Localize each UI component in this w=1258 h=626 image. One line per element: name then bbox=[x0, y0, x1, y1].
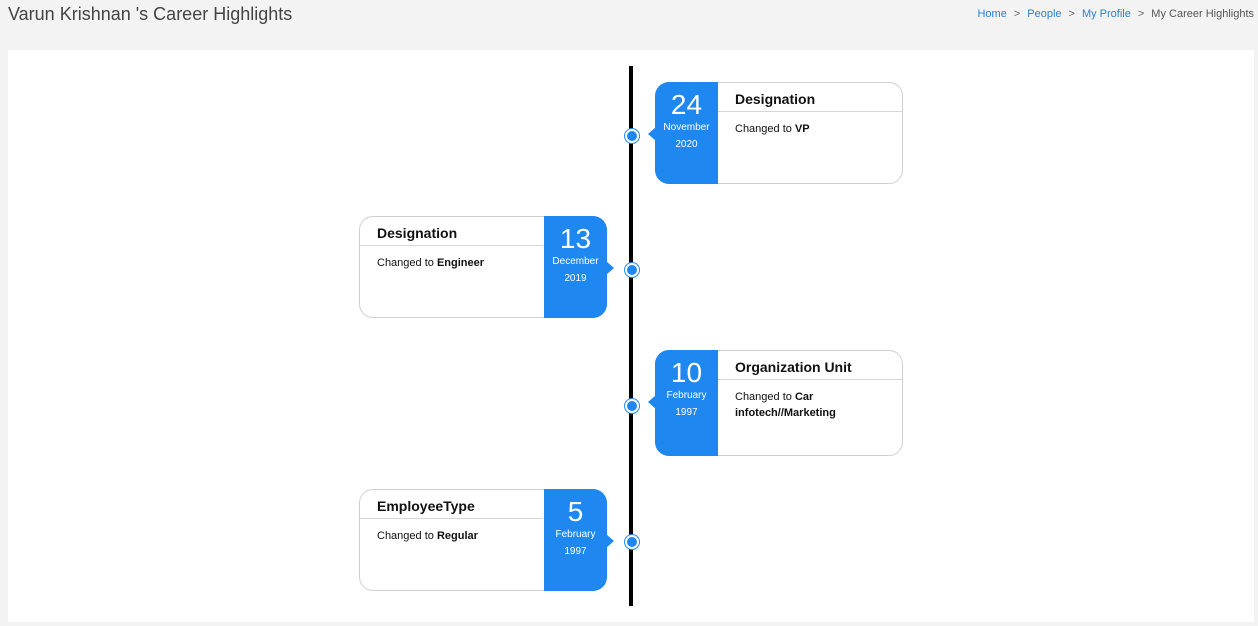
date-month: February bbox=[555, 529, 596, 540]
career-timeline-panel: 24 November 2020 Designation Changed to … bbox=[8, 50, 1254, 622]
card-content: Organization Unit Changed to Car infotec… bbox=[718, 351, 902, 421]
card-content: Designation Changed to VP bbox=[718, 83, 902, 137]
card-pointer bbox=[606, 261, 614, 275]
date-day: 24 bbox=[670, 89, 703, 120]
timeline-dot bbox=[625, 263, 639, 277]
timeline-card: 5 February 1997 EmployeeType Changed to … bbox=[359, 489, 614, 591]
timeline-dot bbox=[625, 129, 639, 143]
breadcrumb-home-link[interactable]: Home bbox=[977, 8, 1007, 20]
date-year: 2019 bbox=[564, 273, 587, 284]
card-body: Changed to VP bbox=[718, 112, 902, 137]
change-value: Car infotech//Marketing bbox=[735, 391, 836, 419]
date-month: February bbox=[666, 390, 707, 401]
change-value: Engineer bbox=[436, 257, 485, 269]
change-value: VP bbox=[794, 123, 810, 135]
card-pointer bbox=[648, 127, 656, 141]
change-value: Regular bbox=[436, 530, 478, 542]
change-prefix: Changed to bbox=[377, 530, 434, 542]
timeline-line bbox=[629, 66, 633, 606]
breadcrumb-separator: > bbox=[1068, 8, 1075, 20]
date-month: December bbox=[552, 256, 599, 267]
card-content: EmployeeType Changed to Regular bbox=[360, 490, 543, 544]
breadcrumb-separator: > bbox=[1137, 8, 1145, 20]
card-pointer bbox=[606, 534, 614, 548]
card-body: Changed to Car infotech//Marketing bbox=[718, 380, 902, 421]
date-year: 2020 bbox=[675, 139, 698, 150]
change-prefix: Changed to bbox=[377, 257, 434, 269]
card-content: Designation Changed to Engineer bbox=[360, 217, 543, 271]
card-pointer bbox=[648, 395, 656, 409]
card-body: Changed to Engineer bbox=[360, 246, 543, 271]
card-title: Organization Unit bbox=[718, 351, 902, 380]
change-prefix: Changed to bbox=[735, 391, 792, 403]
timeline-dot bbox=[625, 535, 639, 549]
breadcrumb: Home > People > My Profile > My Career H… bbox=[977, 8, 1254, 20]
timeline-card: 24 November 2020 Designation Changed to … bbox=[648, 82, 903, 184]
change-prefix: Changed to bbox=[735, 123, 792, 135]
timeline-card: 10 February 1997 Organization Unit Chang… bbox=[648, 350, 903, 456]
card-title: Designation bbox=[360, 217, 543, 246]
timeline-dot bbox=[625, 399, 639, 413]
date-badge: 13 December 2019 bbox=[544, 216, 607, 318]
date-badge: 5 February 1997 bbox=[544, 489, 607, 591]
card-title: Designation bbox=[718, 83, 902, 112]
breadcrumb-current: My Career Highlights bbox=[1151, 8, 1254, 20]
breadcrumb-people-link[interactable]: People bbox=[1027, 8, 1062, 20]
date-year: 1997 bbox=[564, 546, 587, 557]
date-day: 10 bbox=[670, 357, 703, 388]
timeline-card: 13 December 2019 Designation Changed to … bbox=[359, 216, 614, 318]
page-title: Varun Krishnan 's Career Highlights bbox=[8, 4, 293, 24]
date-month: November bbox=[663, 122, 710, 133]
date-badge: 10 February 1997 bbox=[655, 350, 718, 456]
breadcrumb-my-profile-link[interactable]: My Profile bbox=[1081, 8, 1131, 20]
card-title: EmployeeType bbox=[360, 490, 543, 519]
date-day: 5 bbox=[567, 496, 584, 527]
breadcrumb-separator: > bbox=[1013, 8, 1021, 20]
date-day: 13 bbox=[559, 223, 592, 254]
date-year: 1997 bbox=[675, 407, 698, 418]
date-badge: 24 November 2020 bbox=[655, 82, 718, 184]
card-body: Changed to Regular bbox=[360, 519, 543, 544]
